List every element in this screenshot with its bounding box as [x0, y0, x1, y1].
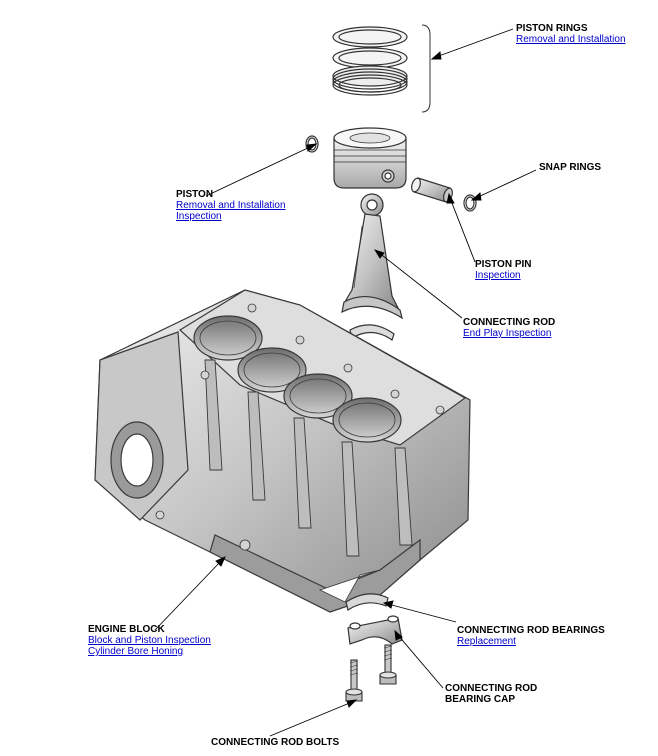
- bearing-cap-illustration: [347, 615, 403, 645]
- label-connecting-rod-bearings: CONNECTING ROD BEARINGS Replacement: [457, 625, 605, 647]
- engine-block-illustration: [94, 289, 471, 613]
- bearing-cap-title-line1: CONNECTING ROD: [445, 683, 538, 694]
- engine-block-inspection-link[interactable]: Block and Piston Inspection: [88, 635, 211, 646]
- connecting-rod-title: CONNECTING ROD: [463, 317, 556, 328]
- piston-removal-link[interactable]: Removal and Installation: [176, 200, 286, 211]
- connecting-rod-illustration: [341, 193, 403, 320]
- cylinder-bore-honing-link[interactable]: Cylinder Bore Honing: [88, 646, 184, 657]
- connecting-rod-bolts-illustration: [345, 644, 397, 702]
- piston-pin-inspection-link[interactable]: Inspection: [475, 270, 521, 281]
- piston-inspection-link[interactable]: Inspection: [176, 211, 222, 222]
- connecting-rod-bearings-title: CONNECTING ROD BEARINGS: [457, 625, 605, 636]
- connecting-rod-bolts-title: CONNECTING ROD BOLTS: [211, 737, 340, 748]
- bearings-replacement-link[interactable]: Replacement: [457, 636, 516, 647]
- piston-title: PISTON: [176, 189, 214, 200]
- label-engine-block: ENGINE BLOCK Block and Piston Inspection…: [88, 624, 211, 657]
- piston-rings-title: PISTON RINGS: [516, 23, 588, 34]
- label-connecting-rod-bearing-cap: CONNECTING ROD BEARING CAP: [445, 683, 537, 705]
- snap-rings-title: SNAP RINGS: [539, 162, 602, 173]
- label-piston-pin: PISTON PIN Inspection: [475, 259, 532, 281]
- label-piston: PISTON Removal and Installation Inspecti…: [176, 189, 286, 222]
- bearing-cap-title-line2: BEARING CAP: [445, 694, 516, 705]
- piston-pin-illustration: [411, 177, 453, 203]
- engine-block-title: ENGINE BLOCK: [88, 624, 165, 635]
- rod-bearing-lower: [345, 593, 389, 611]
- label-connecting-rod-bolts: CONNECTING ROD BOLTS: [211, 737, 339, 748]
- label-snap-rings: SNAP RINGS: [539, 162, 601, 173]
- leader-lines: [154, 28, 537, 737]
- label-connecting-rod: CONNECTING ROD End Play Inspection: [463, 317, 555, 339]
- piston-pin-title: PISTON PIN: [475, 259, 532, 270]
- label-piston-rings: PISTON RINGS Removal and Installation: [516, 23, 626, 45]
- snap-ring-right: [463, 194, 477, 212]
- piston-illustration: [333, 127, 407, 189]
- connecting-rod-end-play-link[interactable]: End Play Inspection: [463, 328, 552, 339]
- piston-rings-removal-link[interactable]: Removal and Installation: [516, 34, 626, 45]
- piston-rings-bracket: [421, 24, 431, 113]
- piston-rings-illustration: [332, 26, 408, 96]
